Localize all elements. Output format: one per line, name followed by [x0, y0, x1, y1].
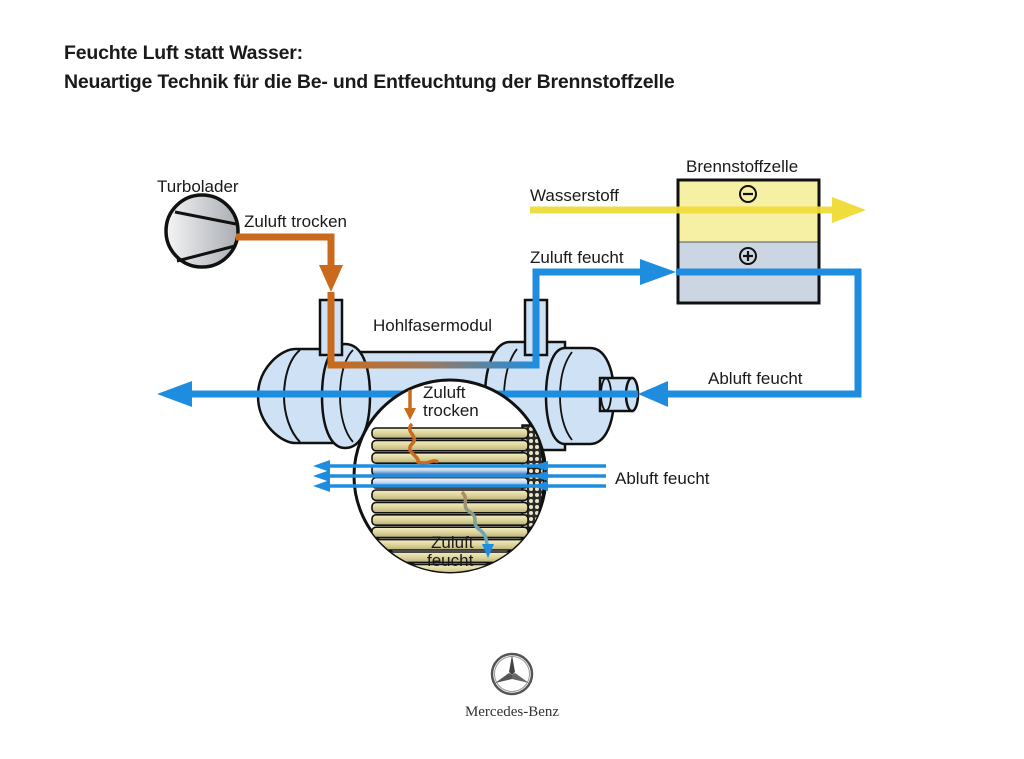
- plus-icon: [739, 247, 757, 265]
- arrow-down-icon: [482, 544, 494, 558]
- arrow-left-icon: [313, 480, 330, 492]
- label-abluft-feucht: Abluft feucht: [708, 369, 803, 388]
- dry-air-flow: [236, 233, 343, 292]
- label-hohlfasermodul: Hohlfasermodul: [373, 316, 492, 335]
- label-zuluft-feucht: Zuluft feucht: [530, 248, 624, 267]
- turbocharger-icon: [164, 193, 240, 269]
- mercedes-star-icon: [490, 652, 534, 696]
- humid-supply-flow: [532, 259, 676, 300]
- title-line-1: Feuchte Luft statt Wasser:: [64, 42, 303, 64]
- hollow-fiber: [371, 439, 529, 452]
- label-detail-abluft-feucht: Abluft feucht: [615, 469, 710, 488]
- label-detail-trocken: trocken: [423, 401, 479, 420]
- internal-air-path: [327, 292, 540, 369]
- arrow-left-icon: [313, 470, 330, 482]
- turbocharger: [164, 193, 240, 269]
- brand-name: Mercedes-Benz: [465, 704, 559, 720]
- arrow-right-icon: [640, 259, 676, 285]
- hollow-fiber: [371, 501, 529, 514]
- label-turbolader: Turbolader: [157, 177, 239, 196]
- arrow-down-icon: [404, 408, 416, 420]
- label-brennstoffzelle: Brennstoffzelle: [686, 157, 798, 176]
- arrow-down-icon: [319, 265, 343, 292]
- label-detail-feucht: feucht: [427, 551, 474, 570]
- arrow-left-icon: [157, 381, 192, 407]
- label-detail-zuluft: Zuluft: [423, 383, 466, 402]
- hollow-fiber: [371, 489, 529, 502]
- label-detail-zuluft-2: Zuluft: [431, 533, 474, 552]
- arrow-left-icon: [532, 481, 548, 491]
- label-wasserstoff: Wasserstoff: [530, 186, 619, 205]
- label-zuluft-trocken: Zuluft trocken: [244, 212, 347, 231]
- detail-exhaust-arrows: [313, 460, 606, 492]
- detail-view: [352, 378, 548, 574]
- hollow-fiber: [371, 451, 529, 464]
- fuel-cell: [676, 178, 821, 305]
- hollow-fiber: [371, 513, 529, 526]
- mercedes-benz-logo: Mercedes-Benz: [465, 652, 559, 720]
- arrow-left-icon: [638, 381, 668, 407]
- title-line-2: Neuartige Technik für die Be- und Entfeu…: [64, 71, 675, 93]
- arrow-left-icon: [532, 461, 548, 471]
- arrow-right-icon: [832, 197, 866, 223]
- hydrogen-flow: [530, 197, 866, 223]
- arrow-left-icon: [313, 460, 330, 472]
- hollow-fiber: [371, 427, 529, 440]
- minus-icon: [739, 185, 757, 203]
- arrow-left-icon: [532, 471, 548, 481]
